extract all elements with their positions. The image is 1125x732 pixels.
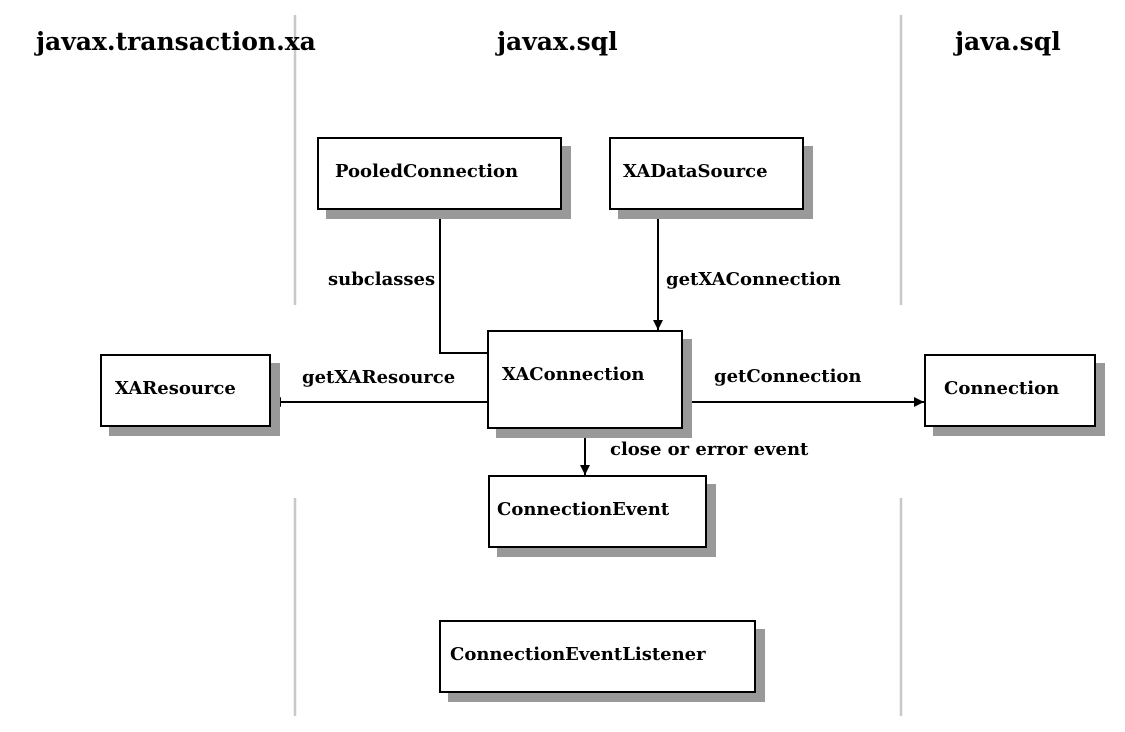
close-or-error-event-label: close or error event [610,439,809,460]
package-heading-javax-transaction-xa: javax.transaction.xa [36,27,316,56]
pooled-connection-label: PooledConnection [335,161,519,182]
connection-event-box: ConnectionEvent [488,475,707,548]
connection-event-label: ConnectionEvent [497,499,670,520]
connection-box: Connection [924,354,1096,427]
subclasses-label: subclasses [328,269,436,290]
xa-data-source-label: XADataSource [623,161,768,182]
xa-resource-label: XAResource [115,378,236,399]
connection-event-listener-box: ConnectionEventListener [439,620,756,693]
subclasses-connector [439,209,488,354]
connection-event-listener-label: ConnectionEventListener [450,644,706,665]
get-connection-label: getConnection [714,366,862,387]
pooled-connection-box: PooledConnection [317,137,562,210]
xa-connection-box: XAConnection [487,330,683,429]
package-heading-java-sql: java.sql [955,27,1061,56]
xa-data-source-box: XADataSource [609,137,804,210]
get-xa-resource-label: getXAResource [302,367,456,388]
xa-resource-box: XAResource [100,354,271,427]
package-heading-javax-sql: javax.sql [497,27,618,56]
get-xa-connection-label: getXAConnection [666,269,841,290]
connection-label: Connection [944,378,1060,399]
xa-connection-label: XAConnection [502,364,645,385]
